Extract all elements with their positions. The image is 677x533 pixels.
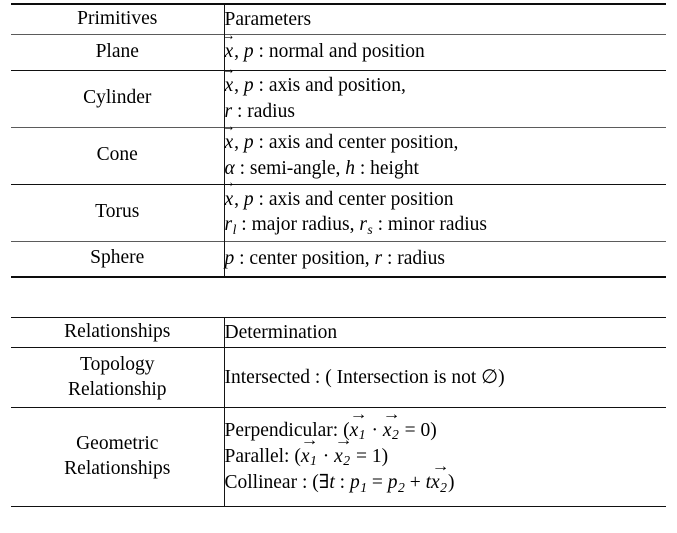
relationships-header-right: Determination bbox=[223, 317, 666, 348]
name-line: Geometric bbox=[76, 433, 159, 455]
rule-cell bbox=[224, 507, 666, 508]
relationship-determination-geometric: Perpendicular: (x1 · x2 = 0) Parallel: (… bbox=[223, 407, 667, 507]
primitive-name-plane: Plane bbox=[95, 40, 139, 62]
table-row: Topology Relationship Intersected : ( In… bbox=[11, 347, 666, 408]
primitive-params-cone: x, p : axis and center position, α : sem… bbox=[223, 127, 667, 184]
rule-cell bbox=[224, 277, 666, 278]
determination-line: Intersected : ( Intersection is not ∅) bbox=[224, 366, 505, 388]
table-row: Plane x, p : normal and position bbox=[11, 34, 666, 70]
primitive-params-plane: x, p : normal and position bbox=[223, 34, 667, 70]
relationships-header-left: Relationships bbox=[64, 321, 171, 343]
relationships-header-row: Relationships Determination bbox=[11, 317, 666, 348]
rule-cell bbox=[11, 277, 224, 278]
relationships-table-bottom-rule bbox=[11, 506, 666, 508]
table-row: Sphere p : center position, r : radius bbox=[11, 241, 666, 277]
relationships-table-grid: Relationships Determination Topology Rel… bbox=[11, 317, 666, 507]
determination-line: Collinear : (∃t : p1 = p2 + tx2) bbox=[225, 470, 667, 496]
param-line: p : center position, r : radius bbox=[224, 248, 445, 270]
relationship-determination-topology: Intersected : ( Intersection is not ∅) bbox=[223, 347, 666, 408]
primitive-params-sphere: p : center position, r : radius bbox=[223, 241, 666, 277]
param-line: x, p : axis and center position, bbox=[225, 130, 667, 155]
primitive-params-torus: x, p : axis and center position rl : maj… bbox=[223, 184, 667, 241]
primitives-table-bottom-rule bbox=[11, 277, 666, 279]
primitives-header-right: Parameters bbox=[223, 4, 666, 34]
table-row: Cylinder x, p : axis and position, r : r… bbox=[11, 70, 666, 127]
primitive-name-torus: Torus bbox=[95, 201, 140, 223]
primitive-name-cylinder: Cylinder bbox=[83, 87, 152, 109]
param-line: x, p : normal and position bbox=[225, 39, 667, 64]
relationships-table: Relationships Determination Topology Rel… bbox=[11, 317, 666, 507]
primitive-name-cone: Cone bbox=[96, 144, 138, 166]
primitive-params-cylinder: x, p : axis and position, r : radius bbox=[223, 70, 667, 127]
name-line: Relationship bbox=[67, 378, 167, 400]
relationship-name-geometric: Geometric Relationships bbox=[11, 408, 224, 507]
primitive-name-sphere: Sphere bbox=[90, 247, 145, 269]
determination-line: Perpendicular: (x1 · x2 = 0) bbox=[225, 418, 667, 444]
primitives-table-grid: Primitives Parameters Plane x, p : norma… bbox=[11, 3, 666, 279]
table-row: Torus x, p : axis and center position rl… bbox=[11, 184, 666, 241]
primitives-table: Primitives Parameters Plane x, p : norma… bbox=[11, 3, 666, 279]
param-line: x, p : axis and center position bbox=[225, 187, 667, 212]
rule-cell bbox=[11, 507, 224, 508]
name-line: Topology bbox=[80, 353, 155, 375]
param-line: r : radius bbox=[224, 100, 295, 122]
relationship-name-topology: Topology Relationship bbox=[11, 348, 224, 408]
param-line: rl : major radius, rs : minor radius bbox=[224, 214, 488, 237]
determination-line: Parallel: (x1 · x2 = 1) bbox=[225, 444, 667, 470]
param-line: α : semi-angle, h : height bbox=[224, 157, 419, 179]
table-row: Geometric Relationships Perpendicular: (… bbox=[11, 407, 667, 507]
primitives-header-row: Primitives Parameters bbox=[11, 4, 666, 34]
primitives-header-left: Primitives bbox=[77, 7, 158, 29]
param-line: x, p : axis and position, bbox=[225, 73, 667, 98]
table-row: Cone x, p : axis and center position, α … bbox=[11, 127, 666, 184]
name-line: Relationships bbox=[64, 458, 171, 479]
